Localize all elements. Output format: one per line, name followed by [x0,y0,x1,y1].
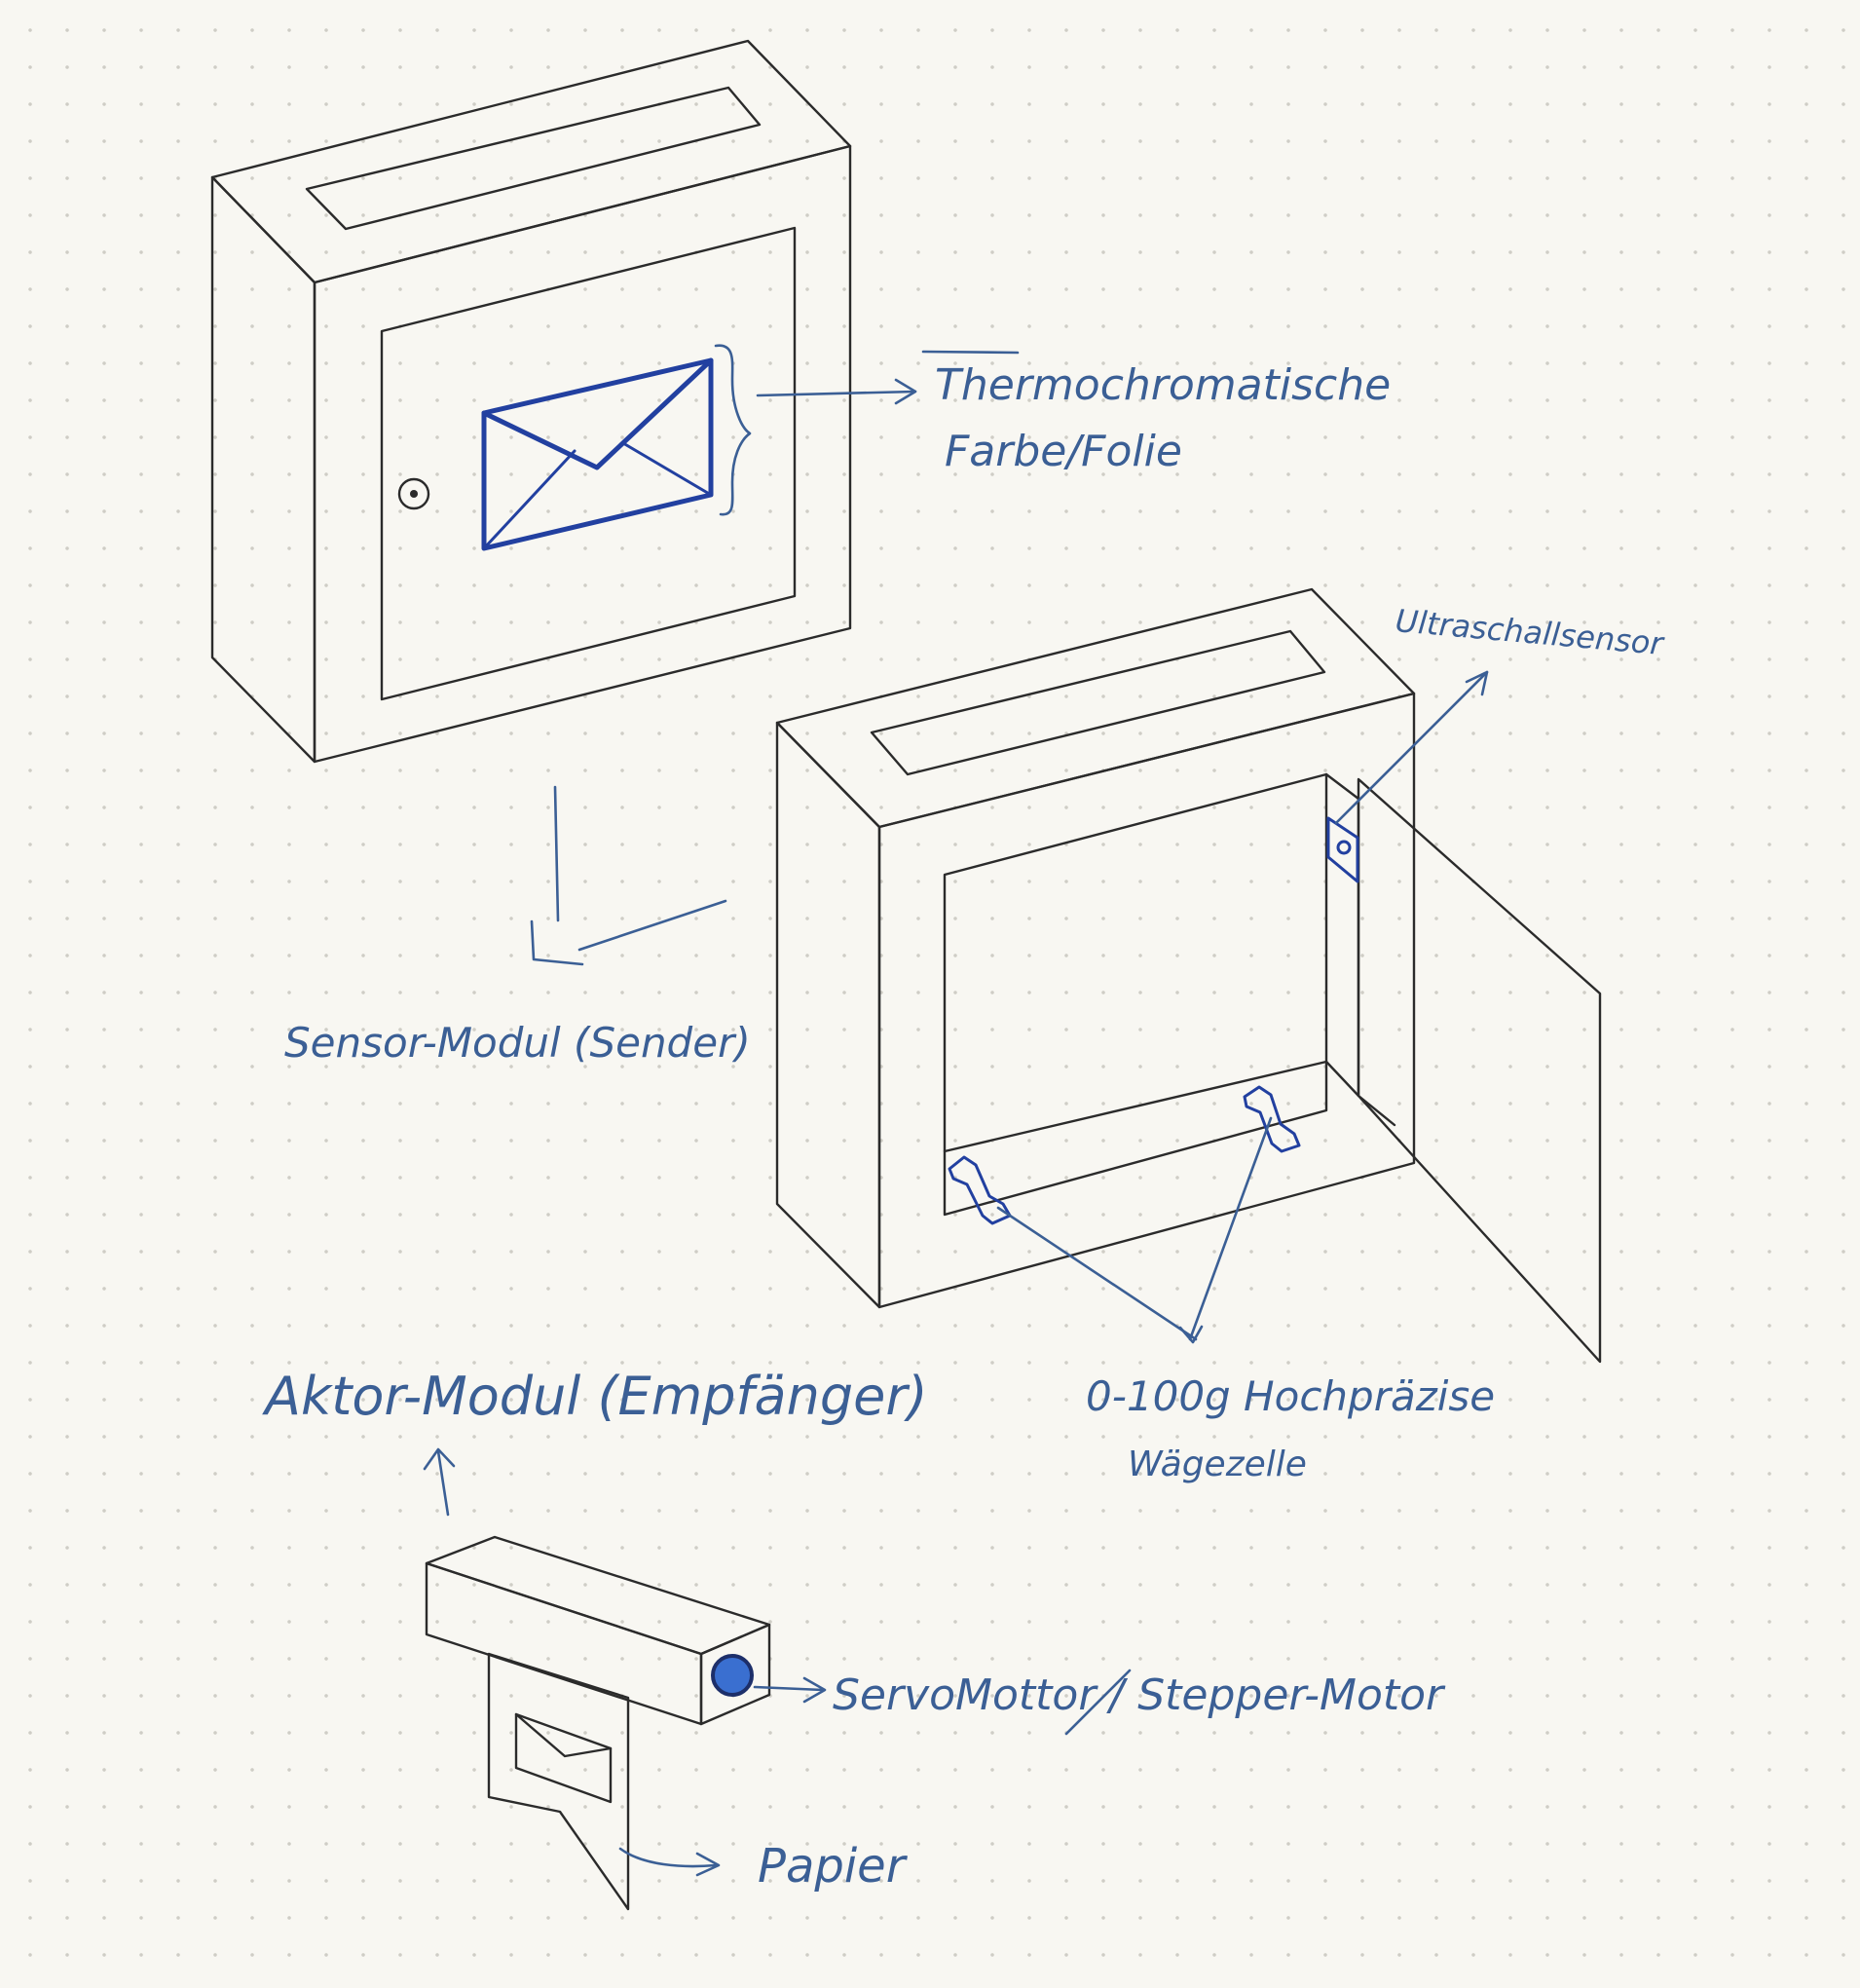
label-thermo-2: Farbe/Folie [945,427,1182,476]
label-servo: ServoMottor / Stepper-Motor [833,1670,1446,1720]
sensor-modul-arrow [532,787,725,964]
aktor-modul-arrow [425,1449,454,1515]
waegezelle-arrows [998,1118,1271,1342]
thermo-underline [923,352,1018,353]
papier-arrow [620,1849,719,1875]
mailbox-closed [212,41,1018,762]
label-waegezelle-1: 0-100g Hochpräzise [1086,1372,1495,1420]
ultrasonic-sensor-icon [1328,818,1358,881]
label-aktor-modul: Aktor-Modul (Empfänger) [262,1366,928,1427]
label-ultraschall: Ultraschallsensor [1394,602,1666,662]
label-waegezelle-2: Wägezelle [1128,1444,1307,1484]
label-sensor-modul: Sensor-Modul (Sender) [284,1019,751,1067]
label-thermo-1: Thermochromatische [935,360,1391,410]
envelope-icon [484,360,711,548]
mailbox-open [777,589,1600,1362]
load-cell-icon [949,1087,1299,1223]
servo-arrow [755,1678,825,1702]
door-open [1358,779,1600,1362]
opening [945,774,1326,1215]
paper-envelope-icon [516,1714,611,1802]
curly-brace [716,346,750,514]
keyhole-icon [399,479,428,508]
motor-dot-icon [713,1656,752,1695]
label-papier: Papier [758,1839,909,1894]
thermo-arrow [758,380,915,403]
